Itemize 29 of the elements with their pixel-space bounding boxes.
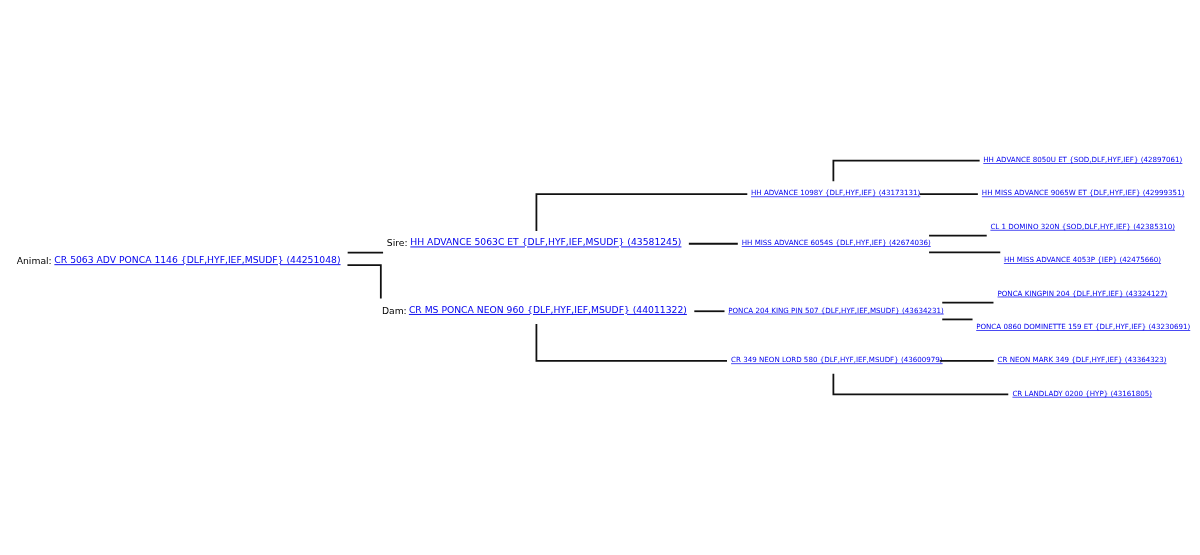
node-text: CR 349 NEON LORD 580 {DLF,HYF,IEF,MSUDF} (43600979): [731, 355, 943, 365]
connector: [918, 193, 979, 195]
node-text: HH ADVANCE 1098Y {DLF,HYF,IEF} (43173131): [750, 188, 921, 198]
node-text: Animal: CR 5063 ADV PONCA 1146 {DLF,HYF,IEF,MSUDF} (44251048): [16, 254, 341, 266]
node-text: HH MISS ADVANCE 4053P {IEP} (42475660): [1003, 255, 1162, 265]
connector: [687, 242, 739, 245]
node-text: HH ADVANCE 8050U ET {SOD,DLF,HYF,IEF} (42897061): [983, 155, 1183, 165]
node-text: Sire: HH ADVANCE 5063C ET {DLF,HYF,IEF,MSUDF} (43581245): [386, 236, 682, 249]
node-text: CL 1 DOMINO 320N {SOD,DLF,HYF,IEF} (42385310): [990, 221, 1175, 231]
connector: [941, 301, 995, 304]
connector: [346, 264, 382, 300]
connector: [832, 372, 1010, 396]
node-text: HH MISS ADVANCE 9065W ET {DLF,HYF,IEF} (42999351): [981, 188, 1185, 198]
connector: [535, 193, 749, 232]
connector: [941, 318, 974, 321]
node-text: PONCA 204 KING PIN 507 {DLF,HYF,IEF,MSUDF} (43634231): [728, 305, 944, 315]
connector: [928, 251, 1002, 254]
node-text: HH MISS ADVANCE 6054S {DLF,HYF,IEF} (42674036): [741, 238, 931, 248]
connector: [832, 159, 981, 183]
connector: [928, 234, 988, 237]
node-text: PONCA 0860 DOMINETTE 159 ET {DLF,HYF,IEF} (43230691): [976, 322, 1191, 332]
node-text: Dam: CR MS PONCA NEON 960 {DLF,HYF,IEF,MSUDF} (44011322): [381, 303, 687, 316]
node-text: CR NEON MARK 349 {DLF,HYF,IEF} (43364323): [997, 355, 1167, 365]
node-text: PONCA KINGPIN 204 {DLF,HYF,IEF} (43324127): [997, 288, 1168, 298]
connector: [346, 251, 384, 254]
connector: [938, 360, 995, 362]
node-text: CR LANDLADY 0200 {HYP} (43161805): [1012, 388, 1153, 398]
connector: [535, 323, 728, 362]
connector: [693, 310, 726, 313]
